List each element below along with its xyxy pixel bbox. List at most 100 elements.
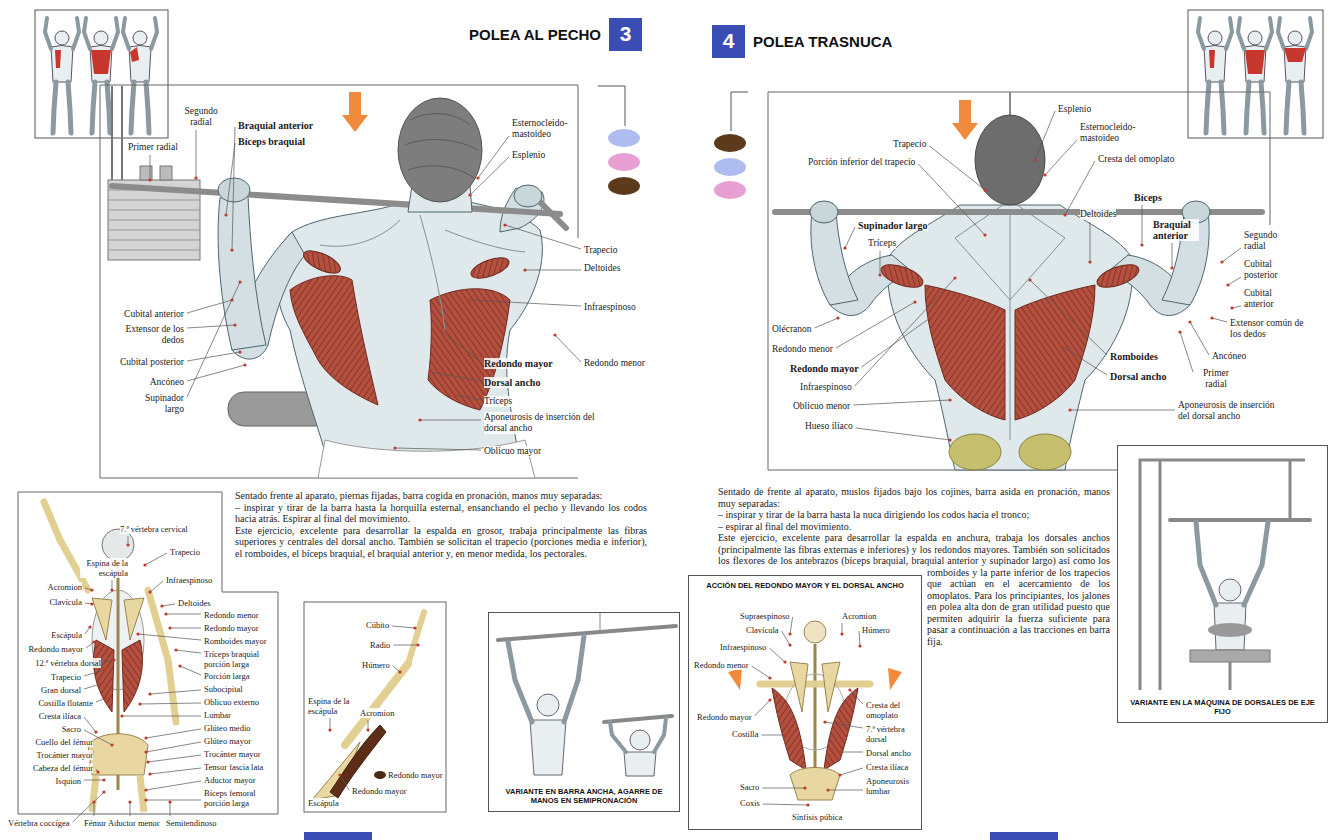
leader-line xyxy=(96,698,106,702)
part-label: Espina de la escápula xyxy=(80,558,128,578)
leader-line xyxy=(146,729,201,738)
leader-dot xyxy=(1210,316,1213,319)
part-label: Olécranon xyxy=(772,324,812,335)
part-label: Oblicuo externo xyxy=(204,697,259,707)
leader-dot xyxy=(112,658,115,661)
variant-machine-figure xyxy=(1140,460,1305,690)
exercise-figure-front-pull xyxy=(342,92,368,132)
number-badge: 3 xyxy=(609,18,642,51)
part-label: Esternocleido- mastoideo xyxy=(512,118,576,140)
muscle-map-thumbnail xyxy=(123,18,157,133)
skeleton-inset-figure xyxy=(790,768,840,801)
muscle-map-thumbnail xyxy=(1188,10,1323,138)
part-label: 7.ª vértebra dorsal xyxy=(866,724,918,744)
exercise-title: POLEA AL PECHO xyxy=(469,26,601,43)
part-label: Clavícula xyxy=(38,597,82,607)
color-key-ovals xyxy=(731,92,748,131)
part-label: Bíceps femoral porción larga xyxy=(204,788,276,808)
part-label: Supinador largo xyxy=(858,220,928,231)
part-label: Dorsal ancho xyxy=(484,377,540,388)
leader-dot xyxy=(233,323,236,326)
variant-machine-figure xyxy=(1190,650,1270,662)
skeleton-back-view xyxy=(148,590,176,722)
leader-dot xyxy=(788,632,791,635)
exercise-figure-behind-neck-pull xyxy=(949,434,1001,470)
arm-bone-inset xyxy=(374,771,386,779)
body-text: Este ejercicio, excelente para desarroll… xyxy=(235,525,647,560)
leader-dot xyxy=(1088,260,1091,263)
exercise-figure-behind-neck-pull xyxy=(1019,434,1071,470)
variant-panel: VARIANTE EN BARRA ANCHA, AGARRE DE MANOS… xyxy=(488,612,680,812)
leader-dot xyxy=(438,328,441,331)
part-label: Redondo menor xyxy=(772,344,833,355)
part-label: Bíceps xyxy=(1134,192,1162,203)
leader-line xyxy=(525,270,581,271)
skeleton-inset-figure xyxy=(888,668,902,690)
part-label: Deltoides xyxy=(178,598,211,608)
part-label: Ancóneo xyxy=(104,377,184,388)
leader-dot xyxy=(413,626,416,629)
leader-dot xyxy=(1230,306,1233,309)
part-label: Cúbito xyxy=(366,620,389,630)
leader-line xyxy=(392,626,415,628)
variant-wide-bar-figures xyxy=(498,626,676,640)
leader-dot xyxy=(428,370,431,373)
leader-dot xyxy=(102,790,105,793)
skeleton-inset-figure xyxy=(728,668,742,690)
part-label: Aponeurosis lumbar xyxy=(866,776,918,796)
variant-wide-bar-figures xyxy=(604,716,672,722)
leader-dot xyxy=(164,612,167,615)
muscle-map-thumbnail xyxy=(1188,10,1323,138)
part-label: Tensor fascia lata xyxy=(204,762,263,772)
variant-machine-figure xyxy=(1196,522,1268,605)
leader-dot xyxy=(840,632,843,635)
part-label: Redondo menor xyxy=(584,358,645,369)
exercise-figure-front-pull xyxy=(514,185,542,207)
leader-dot xyxy=(110,743,113,746)
part-label: Braquial anterior xyxy=(1153,219,1199,241)
leader-line xyxy=(840,768,863,775)
leader-line xyxy=(1190,322,1209,355)
leader-line xyxy=(1090,222,1091,262)
part-label: Aductor mayor xyxy=(204,775,256,785)
leader-dot xyxy=(102,668,105,671)
leader-dot xyxy=(768,676,771,679)
part-label: Trapecio xyxy=(21,672,81,682)
leader-line xyxy=(752,666,770,678)
skeleton-inset-figure xyxy=(790,662,808,712)
part-label: Gran dorsal xyxy=(21,685,81,695)
part-label: Cubital posterior xyxy=(1244,259,1294,281)
leader-line xyxy=(130,802,131,816)
part-label: Redondo menor xyxy=(204,610,259,620)
panel-caption: VARIANTE EN BARRA ANCHA, AGARRE DE MANOS… xyxy=(497,787,671,807)
part-label: Romboides mayor xyxy=(204,636,267,646)
exercise-figure-behind-neck-pull xyxy=(925,285,1005,420)
part-label: Escápula xyxy=(308,798,339,808)
leader-dot xyxy=(238,280,241,283)
part-label: Húmero xyxy=(362,660,390,670)
muscle-map-thumbnail xyxy=(1278,18,1312,133)
leader-line xyxy=(790,617,793,634)
leader-line xyxy=(84,684,100,689)
leader-line xyxy=(755,700,770,716)
leader-dot xyxy=(144,750,147,753)
leader-dot xyxy=(146,760,149,763)
part-label: Costilla xyxy=(732,729,758,739)
leader-dot xyxy=(1068,408,1071,411)
leader-dot xyxy=(1178,330,1181,333)
leader-line xyxy=(170,802,171,816)
leader-dot xyxy=(366,728,369,731)
leader-line xyxy=(148,755,201,762)
part-label: Esplenio xyxy=(512,150,545,161)
part-label: Dorsal ancho xyxy=(1110,371,1166,382)
exercise-figure-behind-neck-pull xyxy=(1094,260,1142,292)
leader-dot xyxy=(168,626,171,629)
exercise-figure-behind-neck-pull xyxy=(975,115,1045,205)
leader-line xyxy=(395,448,481,450)
part-label: Tríceps xyxy=(868,238,896,249)
leader-dot xyxy=(88,625,91,628)
muscle-map-thumbnail xyxy=(45,18,79,133)
muscle-map-thumbnail xyxy=(1209,50,1215,68)
leader-dot xyxy=(823,720,826,723)
part-label: 7.ª vértebra cervical xyxy=(120,524,188,534)
